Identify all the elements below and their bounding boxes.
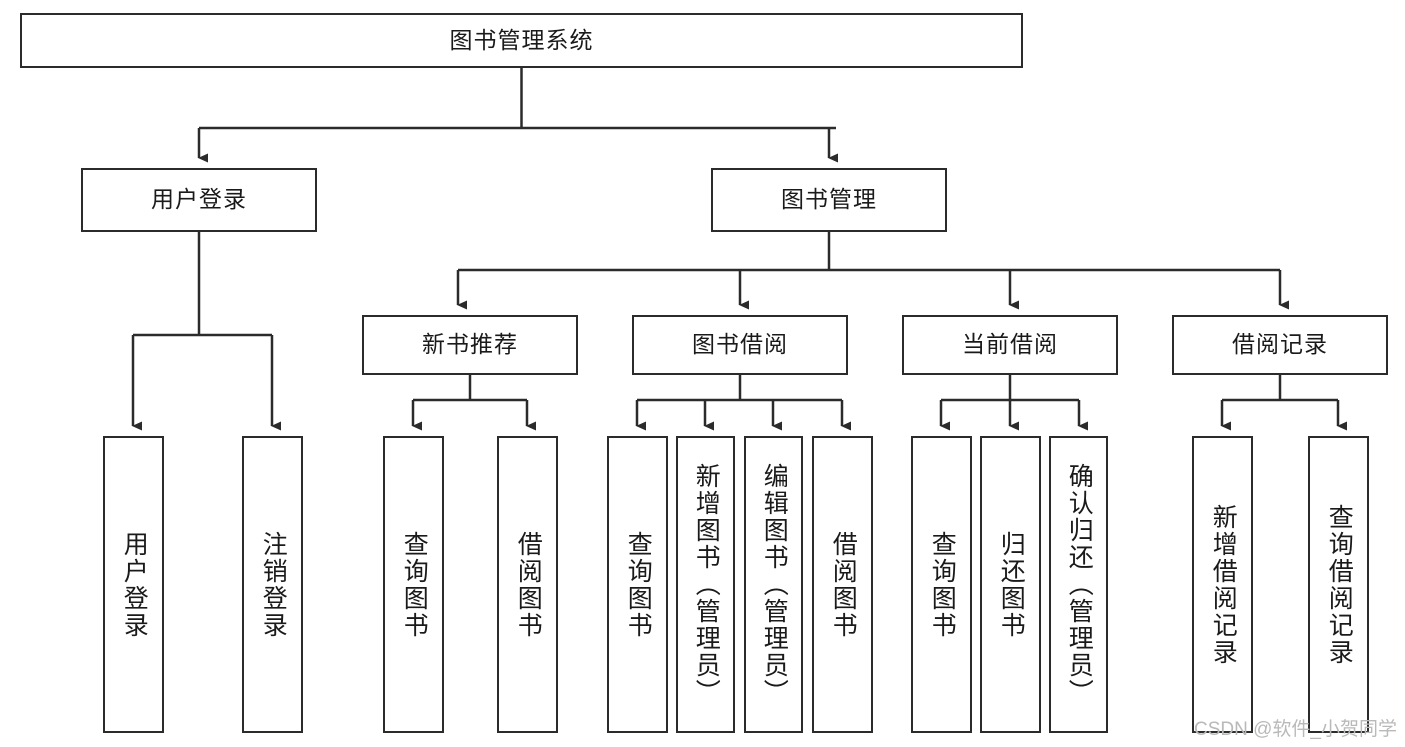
csdn-watermark: CSDN @软件_小贺同学 — [1194, 719, 1397, 740]
node-leaf-query-borrow-record[interactable]: 查询借阅记录 — [1308, 436, 1369, 733]
node-leaf-confirm-return-admin[interactable]: 确认归还（管理员） — [1049, 436, 1108, 733]
node-new-book-recommendation[interactable]: 新书推荐 — [362, 315, 578, 375]
node-user-login[interactable]: 用户登录 — [81, 168, 317, 232]
node-label: 借阅图书 — [514, 530, 543, 639]
node-leaf-query-book-current[interactable]: 查询图书 — [911, 436, 972, 733]
node-label: 编辑图书（管理员） — [760, 463, 789, 706]
node-borrow-records[interactable]: 借阅记录 — [1172, 315, 1388, 375]
node-label: 查询图书 — [400, 530, 429, 639]
node-label: 注销登录 — [259, 530, 288, 639]
node-label: 查询借阅记录 — [1325, 503, 1354, 666]
node-book-borrowing[interactable]: 图书借阅 — [632, 315, 848, 375]
node-label: 查询图书 — [624, 530, 653, 639]
node-label: 用户登录 — [120, 530, 149, 639]
node-leaf-query-book-recommend[interactable]: 查询图书 — [383, 436, 444, 733]
node-root-book-management-system[interactable]: 图书管理系统 — [20, 13, 1023, 68]
node-label: 新书推荐 — [422, 331, 518, 358]
node-label: 当前借阅 — [962, 331, 1058, 358]
node-current-borrowing[interactable]: 当前借阅 — [902, 315, 1118, 375]
node-label: 图书借阅 — [692, 331, 788, 358]
node-book-management[interactable]: 图书管理 — [711, 168, 947, 232]
node-label: 归还图书 — [997, 530, 1026, 639]
node-label: 图书管理 — [781, 186, 877, 213]
node-leaf-user-login[interactable]: 用户登录 — [103, 436, 164, 733]
node-label: 查询图书 — [928, 530, 957, 639]
node-label: 新增图书（管理员） — [692, 463, 721, 706]
node-leaf-logout[interactable]: 注销登录 — [242, 436, 303, 733]
node-label: 用户登录 — [151, 186, 247, 213]
node-leaf-return-book[interactable]: 归还图书 — [980, 436, 1041, 733]
node-leaf-add-borrow-record[interactable]: 新增借阅记录 — [1192, 436, 1253, 733]
node-leaf-query-book-borrow[interactable]: 查询图书 — [607, 436, 668, 733]
node-leaf-borrow-book[interactable]: 借阅图书 — [812, 436, 873, 733]
node-label: 借阅记录 — [1232, 331, 1328, 358]
node-label: 借阅图书 — [829, 530, 858, 639]
node-leaf-add-book-admin[interactable]: 新增图书（管理员） — [676, 436, 735, 733]
node-label: 确认归还（管理员） — [1065, 463, 1094, 706]
node-leaf-borrow-book-recommend[interactable]: 借阅图书 — [497, 436, 558, 733]
node-label: 新增借阅记录 — [1209, 503, 1238, 666]
node-leaf-edit-book-admin[interactable]: 编辑图书（管理员） — [744, 436, 803, 733]
node-label: 图书管理系统 — [449, 26, 594, 53]
